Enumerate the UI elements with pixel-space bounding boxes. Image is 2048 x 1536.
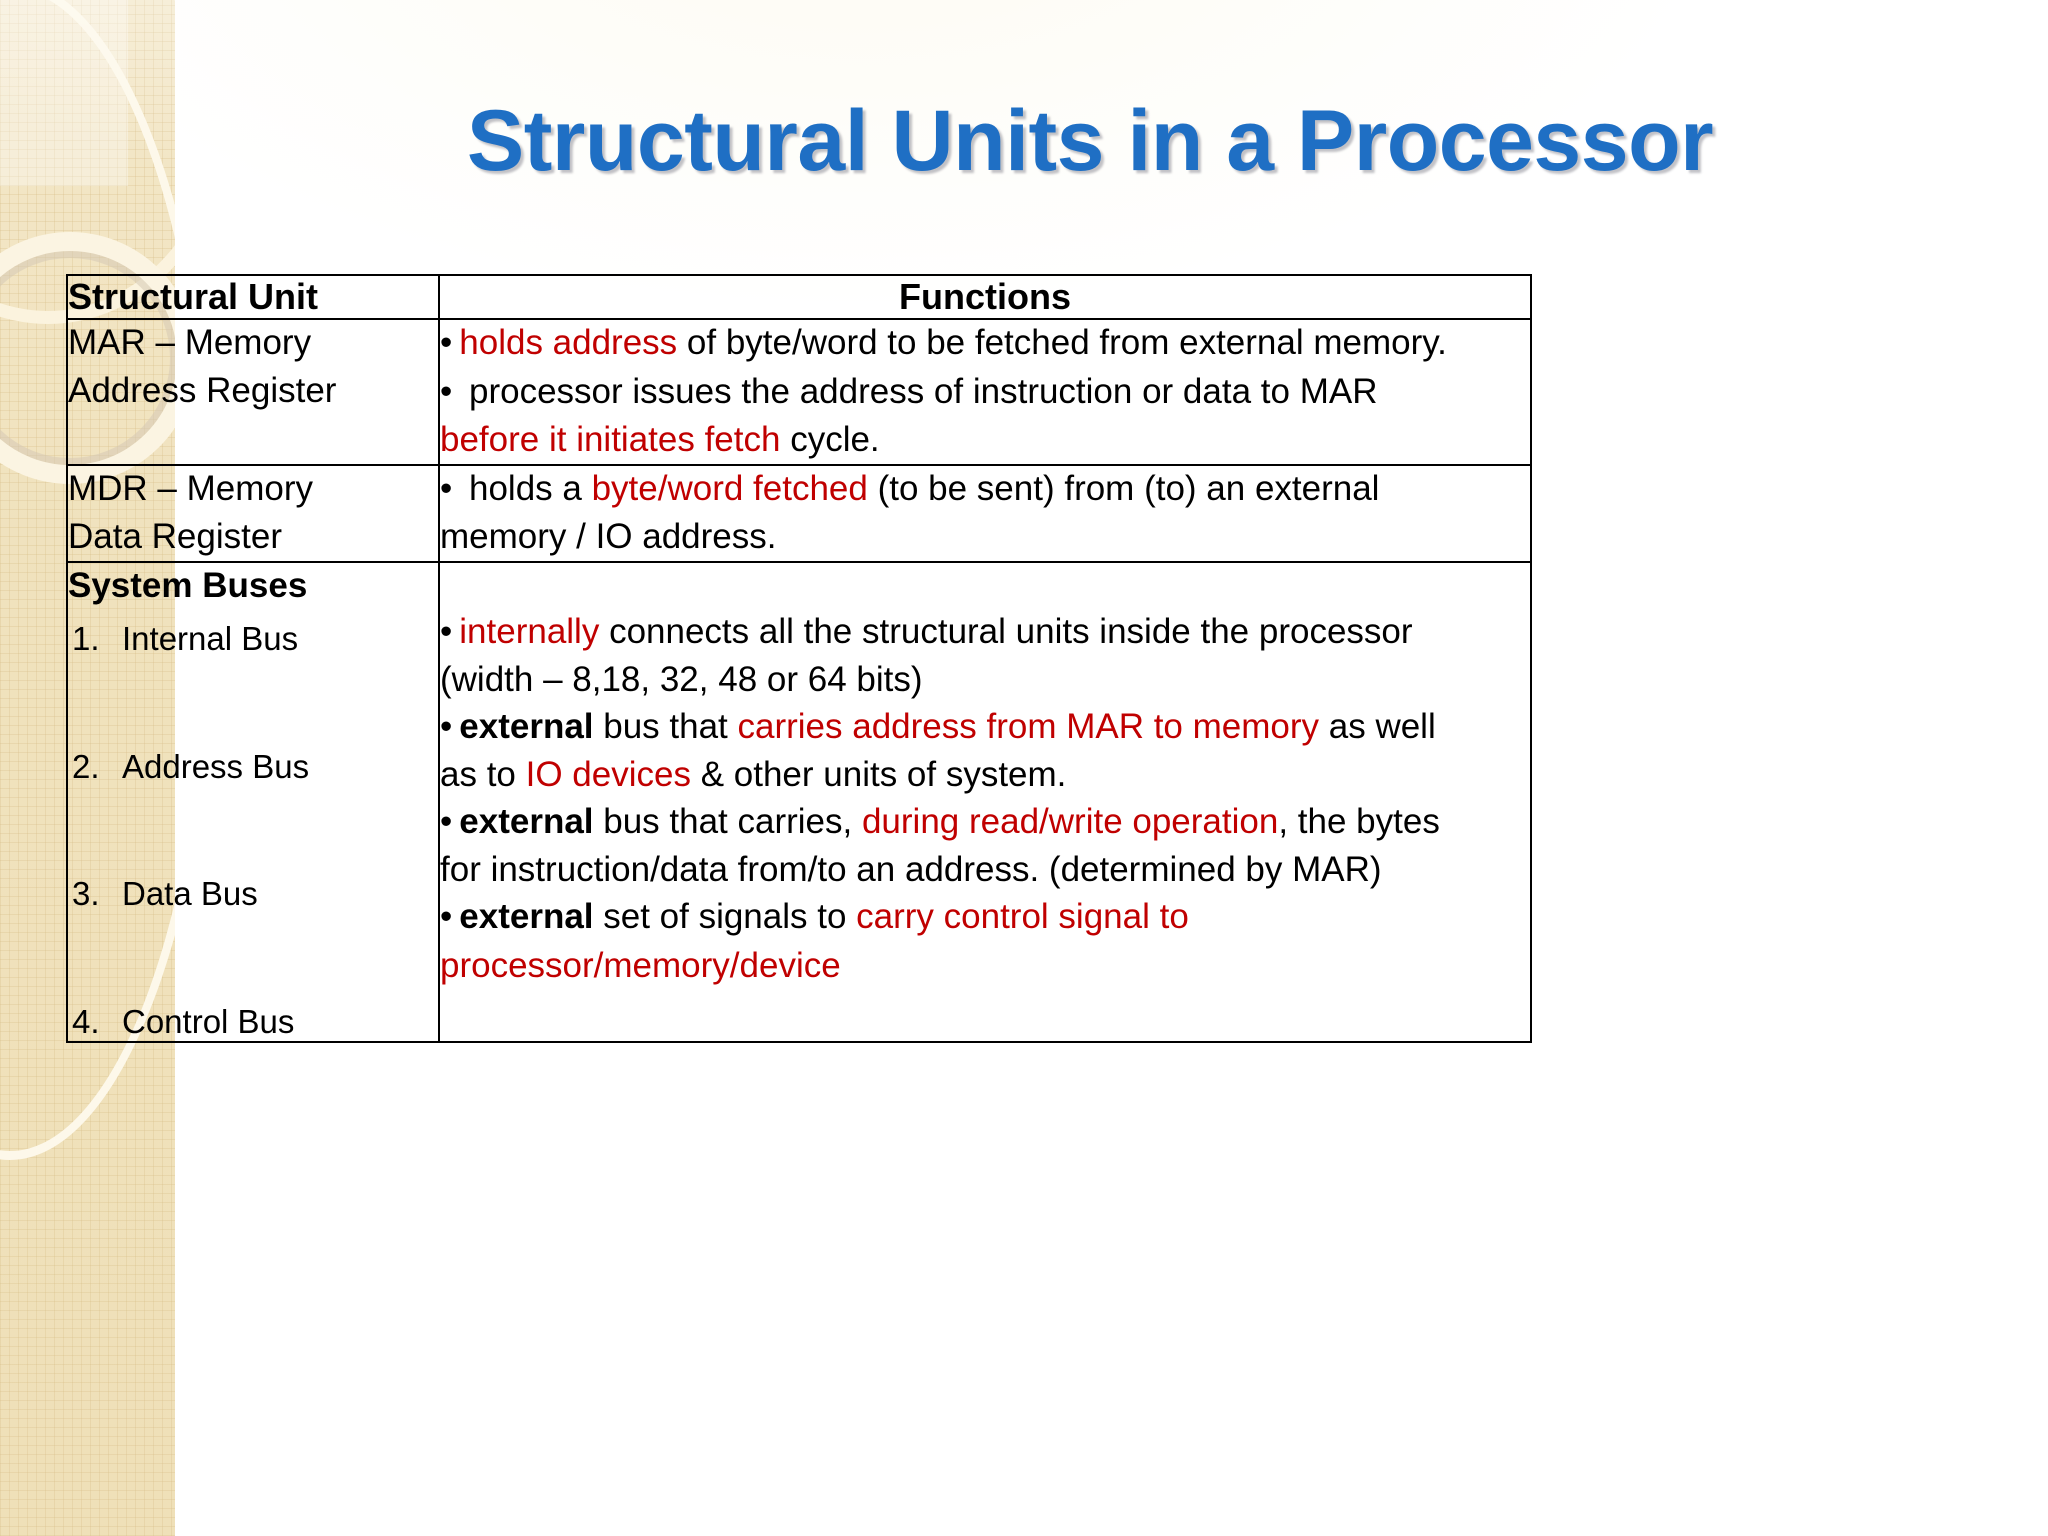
mdr-bullet-1-highlight: byte/word fetched (591, 468, 868, 508)
table-row-mar: MAR – Memory Address Register •holds add… (66, 318, 1532, 466)
mar-name-line2: Address Register (68, 371, 337, 411)
bus-number: 4. (72, 1002, 100, 1040)
bus-number: 2. (72, 747, 100, 785)
cell-functions-system-buses: •internally connects all the structural … (438, 560, 1532, 1044)
bus-number: 1. (72, 619, 100, 657)
bus-list: 1. Internal Bus 2. Address Bus 3. Data B… (68, 619, 438, 1041)
mdr-bullet-1: • holds a byte/word fetched (to be sent)… (440, 466, 1530, 513)
bus-list-item-internal: 1. Internal Bus (68, 619, 438, 659)
data-bus-line-1: •external bus that carries, during read/… (440, 799, 1530, 846)
mar-name-line1: MAR – Memory (68, 323, 312, 362)
mdr-bullet-1-text-c: memory / IO address. (440, 517, 777, 557)
address-bus-line-2: as to IO devices & other units of system… (440, 752, 1530, 799)
function-address-bus: •external bus that carries address from … (440, 704, 1530, 799)
address-bus-emphasis: external (459, 706, 594, 746)
bus-number: 3. (72, 875, 100, 913)
data-bus-highlight: during read/write operation (861, 801, 1279, 841)
bullet-icon: • (440, 323, 453, 362)
cell-unit-system-buses: System Buses 1. Internal Bus 2. Address … (66, 560, 440, 1044)
control-bus-text-a: set of signals to (593, 897, 857, 937)
spacer (68, 786, 438, 874)
table-header-row: Structural Unit Functions (66, 274, 1532, 320)
mar-bullet-1: •holds address of byte/word to be fetche… (440, 320, 1530, 367)
internal-bus-line-2: (width – 8,18, 32, 48 or 64 bits) (440, 660, 923, 700)
control-bus-line-2: processor/memory/device (440, 945, 841, 985)
mdr-bullet-1-text-a: holds a (459, 468, 592, 508)
spacer (440, 563, 1530, 609)
bus-label: Address Bus (122, 747, 310, 785)
bullet-icon: • (440, 611, 453, 651)
mar-bullet-1-highlight: holds address (459, 323, 678, 362)
data-bus-line-2: for instruction/data from/to an address.… (440, 850, 1382, 890)
cell-functions-mdr: • holds a byte/word fetched (to be sent)… (438, 463, 1532, 563)
bullet-icon: • (440, 706, 453, 746)
system-buses-title: System Buses (68, 565, 308, 605)
control-bus-emphasis: external (459, 897, 594, 937)
internal-bus-line-1: •internally connects all the structural … (440, 609, 1530, 656)
bus-label: Control Bus (122, 1002, 295, 1040)
bus-list-item-address: 2. Address Bus (68, 747, 438, 787)
address-bus-text-b: as well (1319, 706, 1436, 746)
table-row-system-buses: System Buses 1. Internal Bus 2. Address … (66, 560, 1532, 1044)
mar-bullet-2-highlight: before it initiates fetch (440, 420, 781, 460)
mdr-name-line1: MDR – Memory (68, 468, 314, 508)
data-bus-text-a: bus that carries, (593, 801, 862, 841)
address-bus-text-c: as to (440, 755, 526, 795)
bullet-icon: • (440, 468, 453, 508)
bullet-icon: • (440, 801, 453, 841)
address-bus-highlight-1: carries address from MAR to memory (737, 706, 1320, 746)
mar-bullet-1-text: of byte/word to be fetched from external… (677, 323, 1447, 362)
spacer (68, 659, 438, 747)
function-control-bus: •external set of signals to carry contro… (440, 894, 1530, 989)
data-bus-text-b: , the bytes (1278, 801, 1440, 841)
address-bus-highlight-2: IO devices (525, 755, 691, 795)
column-header-functions: Functions (438, 274, 1532, 320)
bus-label: Data Bus (122, 875, 258, 913)
column-header-structural-unit: Structural Unit (66, 274, 440, 320)
control-bus-highlight-1: carry control signal to (856, 897, 1189, 937)
mdr-name-line2: Data Register (68, 516, 282, 556)
control-bus-line-1: •external set of signals to carry contro… (440, 894, 1530, 941)
band-light-block (0, 0, 128, 186)
structural-units-table: Structural Unit Functions MAR – Memory A… (66, 274, 1532, 1044)
mar-bullet-2-text: processor issues the address of instruct… (459, 371, 1378, 411)
address-bus-text-d: & other units of system. (690, 755, 1067, 795)
bus-list-item-control: 4. Control Bus (68, 1002, 438, 1042)
bus-list-item-data: 3. Data Bus (68, 874, 438, 914)
cell-functions-mar: •holds address of byte/word to be fetche… (438, 318, 1532, 466)
internal-bus-text: connects all the structural units inside… (599, 611, 1413, 651)
mdr-bullet-1-cont: memory / IO address. (440, 514, 1530, 561)
mdr-bullet-1-text-b: (to be sent) from (to) an external (867, 468, 1380, 508)
address-bus-line-1: •external bus that carries address from … (440, 704, 1530, 751)
table-row-mdr: MDR – Memory Data Register • holds a byt… (66, 463, 1532, 563)
function-internal-bus: •internally connects all the structural … (440, 609, 1530, 704)
mar-bullet-2-tail: cycle. (780, 420, 880, 460)
spacer (68, 914, 438, 1002)
mar-bullet-2: • processor issues the address of instru… (440, 369, 1530, 416)
cell-unit-mar: MAR – Memory Address Register (66, 318, 440, 466)
bus-label: Internal Bus (122, 619, 299, 657)
internal-bus-highlight: internally (459, 611, 600, 651)
bullet-icon: • (440, 371, 453, 411)
page-title: Structural Units in a Processor (466, 93, 1714, 189)
mar-bullet-2-cont: before it initiates fetch cycle. (440, 417, 1530, 464)
address-bus-text-a: bus that (593, 706, 738, 746)
cell-unit-mdr: MDR – Memory Data Register (66, 463, 440, 563)
bullet-icon: • (440, 897, 453, 937)
function-data-bus: •external bus that carries, during read/… (440, 799, 1530, 894)
data-bus-emphasis: external (459, 801, 594, 841)
